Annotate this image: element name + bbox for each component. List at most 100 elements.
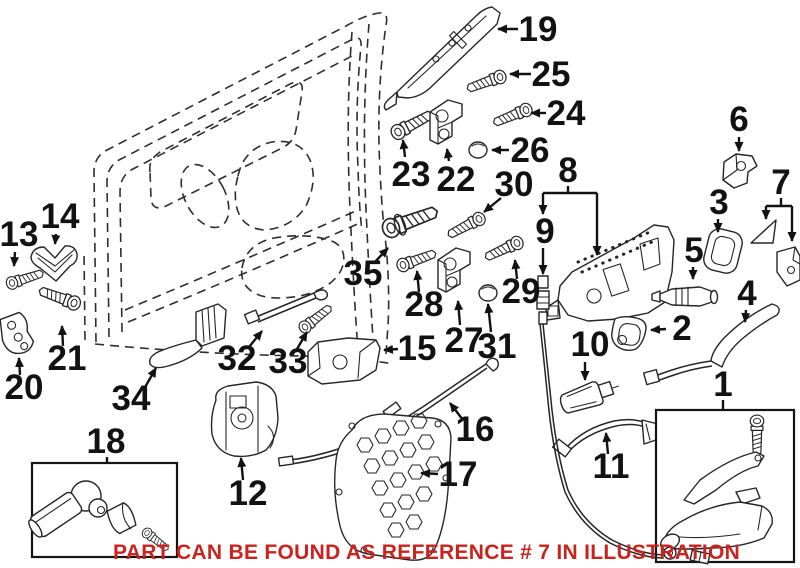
part-33-screw (296, 301, 336, 337)
svg-text:27: 27 (445, 321, 484, 360)
svg-text:25: 25 (532, 55, 571, 94)
door-panel-outline (83, 12, 395, 365)
part-5-lock-cylinder (651, 286, 719, 307)
part-11-cable-link (551, 418, 661, 458)
part-label-13: 13 (0, 215, 38, 267)
part-label-29: 29 (502, 259, 540, 311)
part-7-wedge-set (750, 219, 800, 287)
part-21-screw (36, 282, 84, 313)
svg-text:33: 33 (269, 342, 308, 381)
svg-text:35: 35 (344, 254, 383, 293)
part-10-sensor (559, 380, 619, 414)
part-label-14: 14 (41, 197, 80, 245)
svg-text:16: 16 (456, 410, 495, 449)
part-label-33: 33 (269, 331, 309, 381)
svg-text:15: 15 (398, 329, 437, 368)
svg-text:31: 31 (478, 327, 517, 366)
part-label-21: 21 (48, 325, 87, 378)
part-label-15: 15 (383, 329, 437, 368)
part-24-bolt (490, 100, 535, 130)
part-34-grip-trim (148, 303, 227, 369)
part-label-3: 3 (709, 183, 729, 233)
svg-text:28: 28 (405, 285, 444, 324)
svg-text:13: 13 (0, 215, 38, 254)
reference-note: PART CAN BE FOUND AS REFERENCE # 7 IN IL… (113, 541, 740, 564)
part-19-window-guide-rail (383, 6, 501, 111)
part-31-cap (478, 284, 498, 302)
part-18-regulator-kit (28, 461, 179, 559)
part-4-handle-bar (642, 303, 780, 386)
svg-text:10: 10 (571, 325, 610, 364)
svg-text:5: 5 (684, 231, 703, 270)
svg-text:11: 11 (593, 447, 630, 486)
svg-text:12: 12 (229, 474, 268, 513)
part-8-door-lock-module (545, 224, 675, 322)
part-label-25: 25 (509, 55, 571, 94)
part-6-clip-bracket (722, 153, 758, 189)
svg-text:22: 22 (437, 160, 476, 199)
part-label-10: 10 (571, 325, 610, 381)
part-label-8: 8 (538, 151, 602, 256)
part-label-1: 1 (713, 365, 733, 410)
svg-text:26: 26 (511, 131, 550, 170)
part-30-bolt (444, 209, 489, 242)
part-25-bolt (464, 67, 509, 96)
part-35-bolt (378, 201, 442, 241)
part-label-19: 19 (497, 10, 558, 49)
svg-text:19: 19 (519, 10, 558, 49)
svg-text:32: 32 (218, 339, 257, 378)
part-label-9: 9 (535, 212, 555, 275)
svg-text:4: 4 (737, 274, 757, 313)
svg-text:3: 3 (709, 183, 728, 222)
svg-text:14: 14 (41, 197, 80, 236)
part-label-20: 20 (5, 357, 44, 407)
part-26-cap (468, 141, 488, 159)
svg-text:23: 23 (392, 155, 431, 194)
part-label-24: 24 (530, 94, 586, 133)
svg-text:18: 18 (87, 422, 126, 461)
part-label-4: 4 (737, 274, 757, 323)
part-23-bolt (387, 106, 437, 143)
svg-text:21: 21 (48, 339, 87, 378)
part-20-plate (0, 311, 35, 355)
part-22-hinge-bracket (429, 99, 463, 145)
part-9-handle-cable (536, 275, 711, 565)
part-label-32: 32 (218, 330, 263, 378)
part-label-12: 12 (229, 457, 268, 513)
svg-text:1: 1 (713, 365, 732, 404)
svg-text:20: 20 (5, 368, 44, 407)
svg-text:30: 30 (495, 165, 534, 204)
svg-text:24: 24 (547, 94, 586, 133)
part-32-rod (243, 289, 329, 325)
part-14-clip (30, 245, 78, 282)
part-label-6: 6 (729, 100, 749, 152)
svg-text:7: 7 (771, 163, 790, 202)
svg-text:17: 17 (439, 455, 478, 494)
part-label-7: 7 (761, 163, 797, 242)
part-label-22: 22 (437, 148, 476, 199)
part-17-shield-panel (333, 413, 452, 561)
svg-text:8: 8 (558, 151, 577, 190)
part-label-28: 28 (405, 270, 444, 324)
part-3-handle-seal (703, 228, 743, 274)
svg-text:9: 9 (535, 212, 554, 251)
svg-text:6: 6 (729, 100, 748, 139)
part-13-screw (4, 266, 46, 292)
part-2-seal-cap (611, 315, 647, 351)
part-label-18: 18 (87, 422, 126, 463)
part-label-17: 17 (420, 455, 478, 494)
part-label-16: 16 (449, 402, 495, 449)
part-label-23: 23 (392, 139, 431, 194)
svg-text:34: 34 (112, 379, 151, 418)
part-label-2: 2 (650, 309, 692, 348)
part-label-27: 27 (445, 300, 484, 360)
svg-text:2: 2 (672, 309, 691, 348)
part-label-26: 26 (491, 131, 550, 170)
part-15-handle-carrier (307, 337, 381, 385)
part-label-30: 30 (483, 165, 534, 213)
part-12-latch-actuator (210, 381, 279, 458)
part-label-5: 5 (684, 231, 704, 280)
